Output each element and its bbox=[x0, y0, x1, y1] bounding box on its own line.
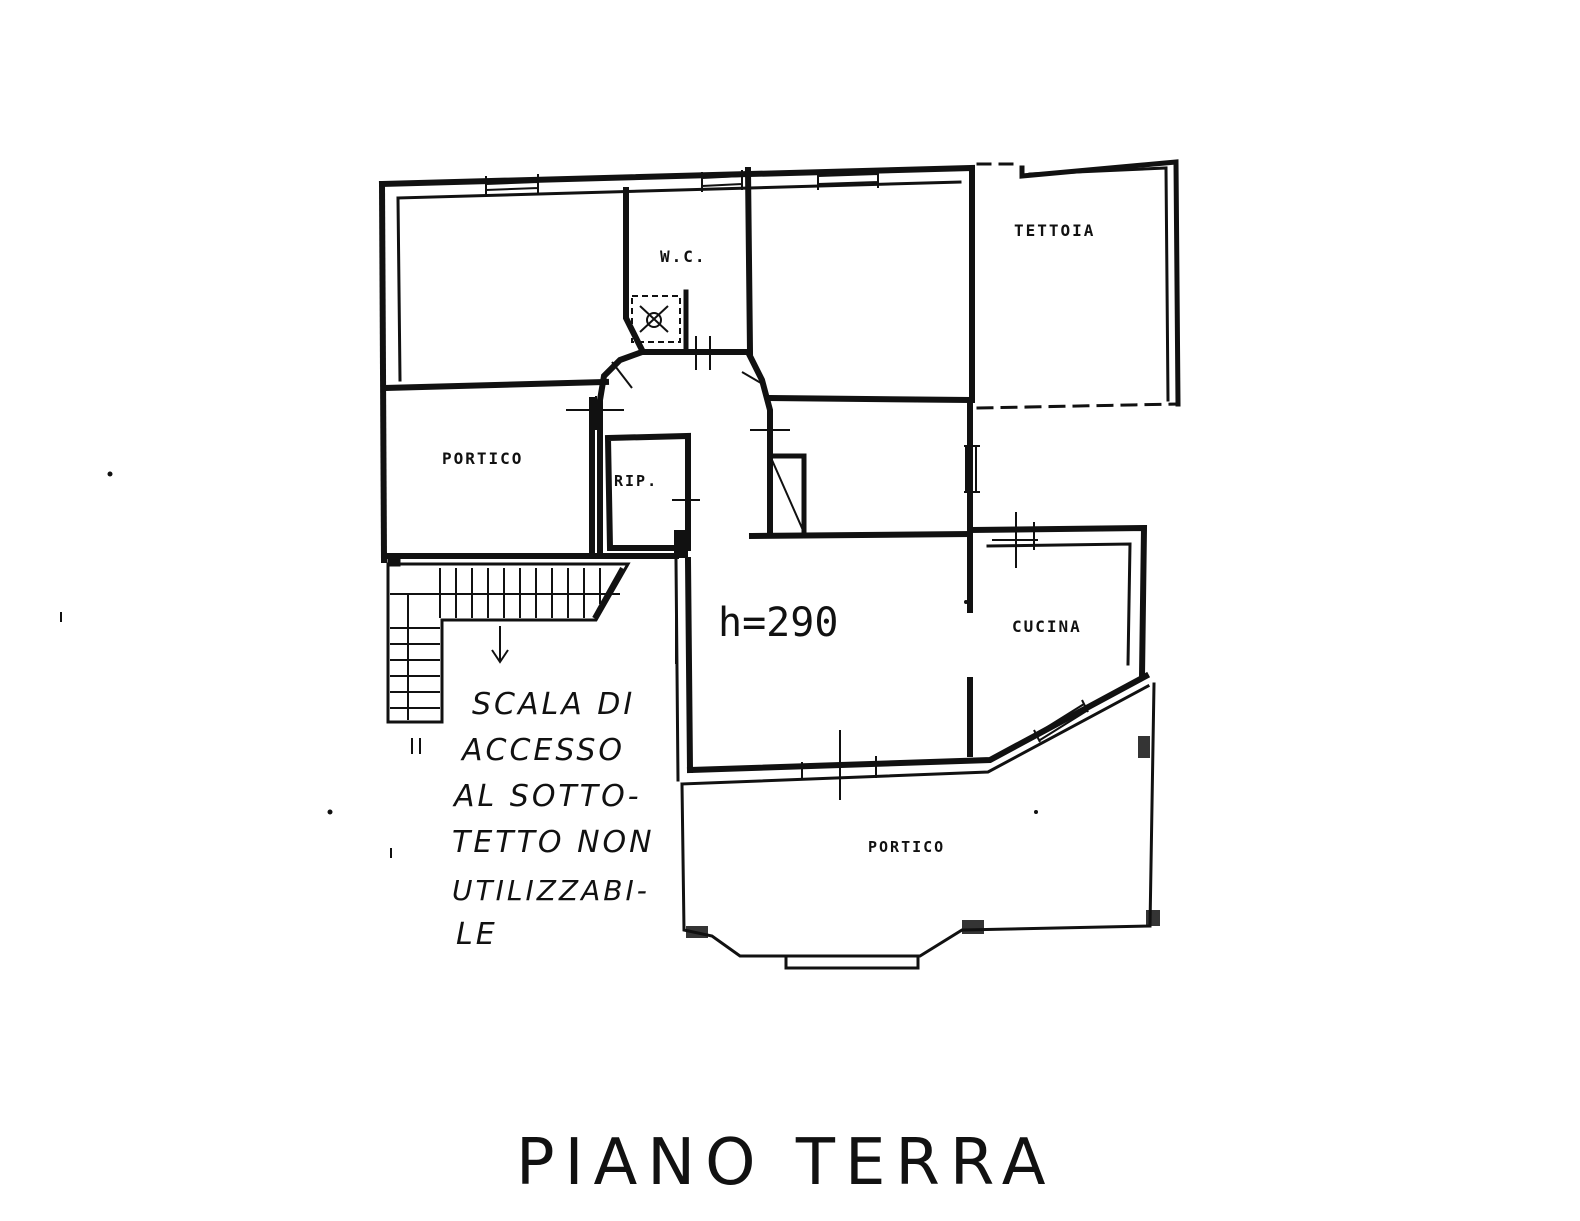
tettoia-bottom-dashed bbox=[976, 402, 1180, 410]
ceiling-height-label: h=290 bbox=[718, 600, 838, 646]
wc-fixture bbox=[631, 295, 681, 343]
tettoia-inner-wall bbox=[1028, 166, 1170, 402]
window-angled bbox=[1033, 699, 1089, 743]
stair-note-line-4: TETTO NON bbox=[452, 825, 655, 860]
scan-specks bbox=[60, 471, 1038, 858]
window-top-right bbox=[817, 168, 879, 190]
label-portico-bottom: PORTICO bbox=[868, 838, 945, 856]
window-top-left bbox=[485, 174, 539, 196]
wc-right-wall bbox=[744, 166, 754, 356]
portico-bottom-outline bbox=[680, 682, 1156, 958]
bedroom-left-bottom-wall bbox=[380, 378, 610, 392]
closet-diagonal bbox=[770, 458, 804, 530]
door-hall-right bbox=[750, 416, 790, 446]
label-rip: RIP. bbox=[614, 472, 658, 490]
cucina-top-wall bbox=[968, 524, 1148, 680]
pillar-3 bbox=[1146, 910, 1160, 926]
stair-note-line-1: SCALA DI bbox=[472, 687, 635, 722]
floor-title: PIANO TERRA bbox=[516, 1126, 1056, 1200]
label-cucina: CUCINA bbox=[1012, 617, 1082, 636]
inner-wall-left bbox=[396, 196, 402, 382]
stair-treads-vertical bbox=[390, 627, 440, 709]
living-top-wall bbox=[748, 530, 972, 540]
outer-wall-top-inner bbox=[396, 180, 962, 200]
portico-bottom-step bbox=[784, 954, 920, 970]
pillar-2 bbox=[962, 920, 984, 934]
bedroom-right-bottom-wall bbox=[766, 394, 972, 404]
hall-curve-left bbox=[597, 348, 646, 555]
label-portico-left: PORTICO bbox=[442, 449, 523, 468]
window-right-side bbox=[964, 445, 980, 493]
doors bbox=[566, 336, 790, 664]
pillars bbox=[674, 530, 1160, 938]
stair-outline bbox=[386, 562, 631, 724]
door-portico-left bbox=[566, 396, 624, 430]
stair-bottom-tick bbox=[411, 738, 421, 754]
label-wc: W.C. bbox=[660, 247, 707, 266]
pillar-5 bbox=[674, 530, 688, 558]
stair-note-line-2: ACCESSO bbox=[460, 733, 625, 768]
living-left-wall bbox=[684, 556, 694, 774]
window-living-bottom bbox=[801, 730, 877, 800]
staircase bbox=[386, 553, 631, 754]
stair-note-line-6: LE bbox=[456, 917, 498, 952]
closet-right bbox=[767, 453, 807, 535]
stair-down-arrow bbox=[491, 626, 509, 664]
door-rip bbox=[672, 472, 700, 520]
stair-note-line-3: AL SOTTO- bbox=[452, 779, 642, 814]
hall-curve-right bbox=[639, 349, 773, 533]
living-left-wall-inner bbox=[674, 558, 680, 782]
cucina-top-wall-inner bbox=[986, 542, 1132, 666]
window-cucina-top bbox=[992, 512, 1038, 568]
stair-note-line-5: UTILIZZABI- bbox=[452, 874, 650, 907]
door-wc bbox=[695, 336, 711, 370]
door-bedroom-right bbox=[741, 371, 767, 387]
label-tettoia: TETTOIA bbox=[1014, 221, 1095, 240]
living-bottom-wall-outer bbox=[680, 683, 1151, 786]
tettoia-top-wall bbox=[1019, 159, 1181, 407]
door-bedroom-left bbox=[611, 361, 633, 389]
pillar-1 bbox=[686, 926, 708, 938]
wc-left-wall bbox=[623, 187, 647, 355]
windows bbox=[485, 168, 1089, 800]
window-top-center bbox=[701, 170, 743, 192]
living-bottom-wall bbox=[686, 671, 1151, 774]
outer-wall-top bbox=[378, 164, 975, 403]
stair-note: SCALA DI ACCESSO AL SOTTO- TETTO NON UTI… bbox=[452, 687, 655, 952]
stair-diagonal bbox=[592, 567, 624, 619]
pillar-4 bbox=[1138, 736, 1150, 758]
outer-wall-left bbox=[378, 180, 388, 564]
